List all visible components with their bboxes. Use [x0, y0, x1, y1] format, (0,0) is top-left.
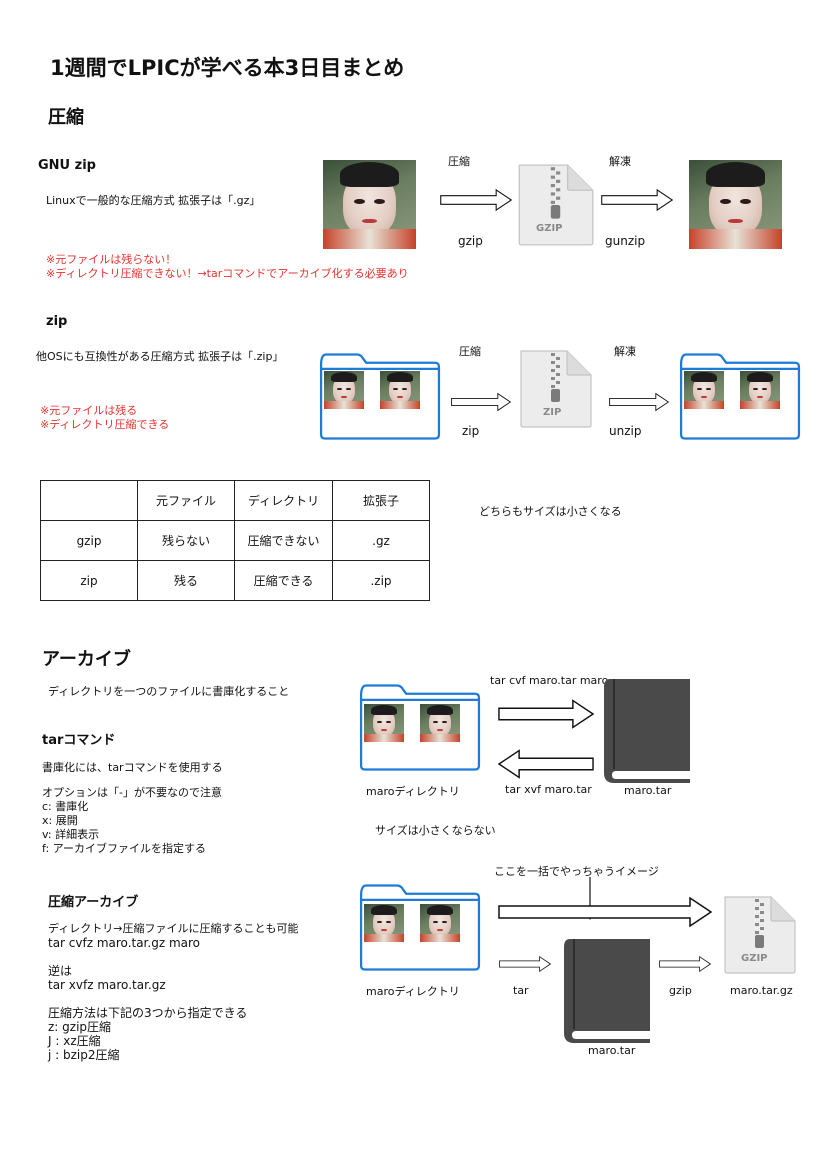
zip-command-label: zip	[462, 424, 480, 438]
gz-file-label: maro.tar.gz	[730, 984, 793, 997]
method-item: z: gzip圧縮	[48, 1020, 112, 1034]
tar-option: f: アーカイブファイルを指定する	[42, 842, 207, 855]
gnu-zip-compress-label: 圧縮	[448, 155, 470, 168]
right-arrow-icon	[498, 699, 594, 729]
callout-label: ここを一括でやっちゃうイメージ	[494, 865, 659, 878]
folder-icon	[678, 349, 801, 442]
archive-book-icon	[564, 939, 652, 1043]
table-cell: .zip	[332, 560, 430, 601]
archive-description: ディレクトリを一つのファイルに書庫化すること	[48, 685, 290, 698]
folder-icon	[318, 349, 441, 442]
gnu-zip-note-2: ※ディレクトリ圧縮できない！→tarコマンドでアーカイブ化する必要あり	[46, 267, 409, 280]
right-arrow-icon	[440, 185, 512, 215]
left-arrow-icon	[498, 749, 594, 779]
gzip-file-icon: GZIP	[512, 163, 598, 247]
table-header-cell: 元ファイル	[137, 480, 235, 521]
gnu-zip-note-1: ※元ファイルは残らない！	[46, 253, 177, 266]
tar-options: オプションは「-」が不要なので注意 c: 書庫化 x: 展開 v: 詳細表示 f…	[42, 786, 222, 856]
table-cell: .gz	[332, 520, 430, 561]
portrait-image-restored	[689, 160, 782, 249]
page-title: 1週間でLPICが学べる本3日目まとめ	[50, 56, 405, 80]
compressed-archive-text: ディレクトリ→圧縮ファイルに圧縮することも可能 tar cvfz maro.ta…	[48, 922, 298, 1062]
compressed-archive-description: ディレクトリ→圧縮ファイルに圧縮することも可能	[48, 922, 299, 935]
tar-size-note: サイズは小さくならない	[375, 824, 496, 837]
right-arrow-icon	[659, 949, 711, 979]
table-header-cell: ディレクトリ	[234, 480, 333, 521]
right-arrow-icon	[499, 949, 551, 979]
methods-intro: 圧縮方法は下記の3つから指定できる	[48, 1006, 248, 1020]
table-header-cell: 拡張子	[332, 480, 430, 521]
tar-option: x: 展開	[42, 814, 78, 827]
zip-heading: zip	[46, 314, 68, 329]
table-cell: zip	[40, 560, 138, 601]
method-item: J : xz圧縮	[48, 1034, 101, 1048]
tar-option: v: 詳細表示	[42, 828, 100, 841]
table-header-cell	[40, 480, 138, 521]
zip-note-2: ※ディレクトリ圧縮できる	[40, 418, 170, 431]
tar-option: c: 書庫化	[42, 800, 89, 813]
tar-extract-command: tar xvf maro.tar	[505, 783, 592, 796]
gnu-zip-extract-label: 解凍	[609, 155, 631, 168]
zip-extract-label: 解凍	[614, 345, 636, 358]
table-row: gzip 残らない 圧縮できない .gz	[40, 520, 430, 561]
section-heading-archive: アーカイブ	[42, 649, 131, 670]
zip-compress-label: 圧縮	[459, 345, 481, 358]
gzip-command-label: gzip	[458, 234, 483, 248]
table-row: zip 残る 圧縮できる .zip	[40, 560, 430, 601]
gnu-zip-heading: GNU zip	[38, 158, 96, 173]
tar-options-intro: オプションは「-」が不要なので注意	[42, 786, 222, 799]
gnu-zip-description: Linuxで一般的な圧縮方式 拡張子は「.gz」	[46, 194, 261, 207]
right-arrow-icon	[451, 387, 511, 417]
zip-file-icon: ZIP	[513, 349, 597, 429]
table-cell: 残らない	[137, 520, 235, 561]
tar-create-command: tar cvf maro.tar maro	[490, 674, 609, 687]
table-cell: 圧縮できない	[234, 520, 333, 561]
reverse-command: tar xvfz maro.tar.gz	[48, 978, 166, 992]
right-arrow-icon	[601, 185, 673, 215]
tar-file-label: maro.tar	[624, 784, 672, 797]
right-arrow-icon	[609, 387, 669, 417]
long-right-arrow-icon	[498, 897, 712, 927]
unzip-command-label: unzip	[609, 424, 642, 438]
gzip-step-label: gzip	[669, 984, 692, 997]
table-cell: gzip	[40, 520, 138, 561]
tar-step-label: tar	[513, 984, 529, 997]
comparison-table: 元ファイル ディレクトリ 拡張子 gzip 残らない 圧縮できない .gz zi…	[40, 480, 430, 601]
table-cell: 残る	[137, 560, 235, 601]
tar-description: 書庫化には、tarコマンドを使用する	[42, 761, 223, 774]
compressed-archive-command: tar cvfz maro.tar.gz maro	[48, 936, 200, 950]
method-item: j : bzip2圧縮	[48, 1048, 120, 1062]
table-header-row: 元ファイル ディレクトリ 拡張子	[40, 480, 430, 521]
section-heading-compression: 圧縮	[48, 107, 84, 128]
gzip-file-icon: GZIP	[719, 895, 799, 975]
reverse-label: 逆は	[48, 964, 73, 978]
zip-note-1: ※元ファイルは残る	[40, 404, 138, 417]
tar-intermediate-label: maro.tar	[588, 1044, 636, 1057]
compressed-directory-label: maroディレクトリ	[366, 985, 460, 998]
compressed-archive-heading: 圧縮アーカイブ	[48, 895, 139, 910]
tar-heading: tarコマンド	[42, 733, 116, 748]
size-note: どちらもサイズは小さくなる	[479, 505, 622, 518]
zip-description: 他OSにも互換性がある圧縮方式 拡張子は「.zip」	[36, 350, 284, 363]
table-cell: 圧縮できる	[234, 560, 333, 601]
folder-icon	[358, 680, 481, 773]
tar-directory-label: maroディレクトリ	[366, 785, 460, 798]
gunzip-command-label: gunzip	[605, 234, 646, 248]
folder-icon	[358, 880, 481, 973]
archive-book-icon	[604, 679, 692, 783]
portrait-image-source	[323, 160, 416, 249]
